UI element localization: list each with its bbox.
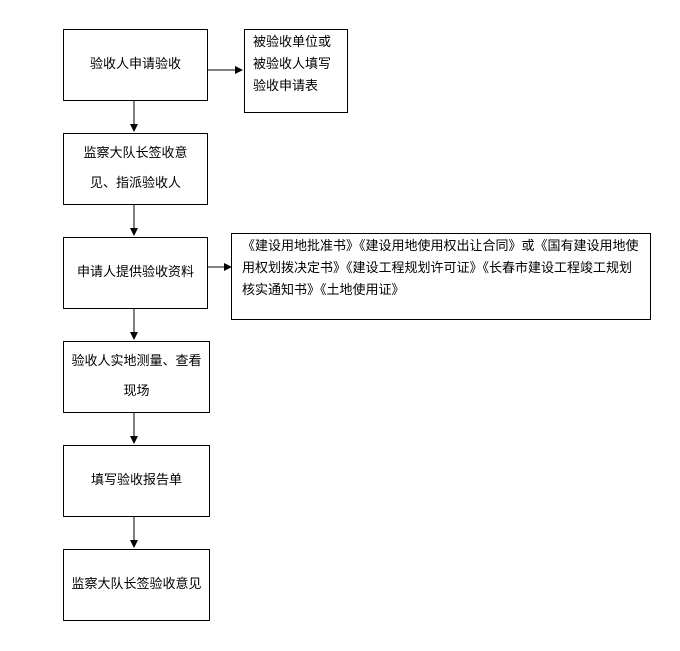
step-apply-acceptance: 验收人申请验收 xyxy=(63,29,208,101)
step-supervisor-sign-assign: 监察大队长签收意见、指派验收人 xyxy=(63,133,208,205)
note-application-form: 被验收单位或被验收人填写验收申请表 xyxy=(244,29,348,113)
step-field-survey-label: 验收人实地测量、查看现场 xyxy=(71,354,202,399)
step-fill-report: 填写验收报告单 xyxy=(63,445,210,517)
step-field-survey: 验收人实地测量、查看现场 xyxy=(63,341,210,413)
step-supervisor-sign-opinion: 监察大队长签验收意见 xyxy=(63,549,210,621)
step-provide-materials: 申请人提供验收资料 xyxy=(63,237,208,309)
note-required-documents: 《建设用地批准书》《建设用地使用权出让合同》或《国有建设用地使用权划拨决定书》《… xyxy=(231,233,651,320)
step-provide-materials-label: 申请人提供验收资料 xyxy=(76,265,194,280)
step-supervisor-sign-assign-label: 监察大队长签收意见、指派验收人 xyxy=(83,146,188,191)
note-application-form-text: 被验收单位或被验收人填写验收申请表 xyxy=(253,35,332,94)
step-apply-acceptance-label: 验收人申请验收 xyxy=(89,57,181,72)
step-supervisor-sign-opinion-label: 监察大队长签验收意见 xyxy=(71,577,202,592)
step-fill-report-label: 填写验收报告单 xyxy=(90,473,182,488)
note-required-documents-text: 《建设用地批准书》《建设用地使用权出让合同》或《国有建设用地使用权划拨决定书》《… xyxy=(242,239,639,298)
